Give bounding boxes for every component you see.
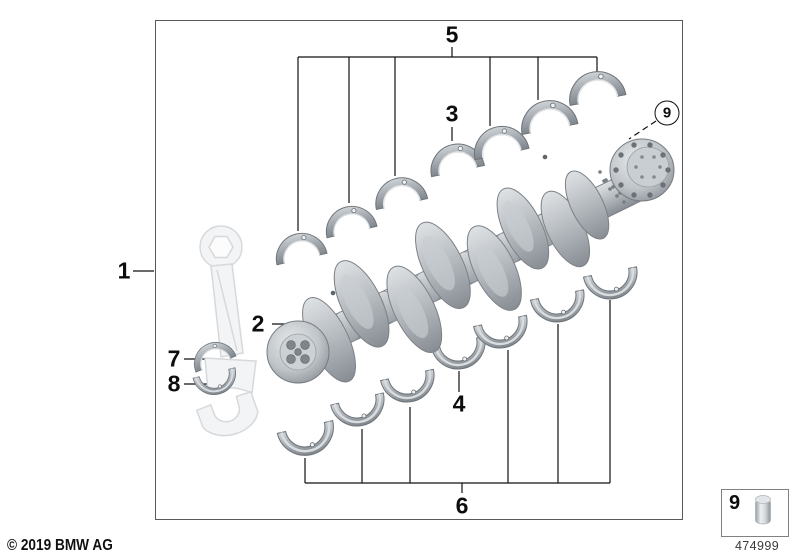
callout-4[interactable]: 4 — [452, 390, 466, 417]
crankshaft-front-hub — [266, 320, 330, 384]
diagram-number: 474999 — [734, 539, 780, 553]
crankshaft — [266, 138, 675, 384]
diagram-border — [155, 20, 683, 520]
bearing-shell-upper — [516, 95, 579, 136]
rod-cap-ghost — [195, 390, 259, 437]
bearing-shell-lower — [379, 368, 441, 409]
bracket-5 — [297, 47, 598, 231]
flange-bolt-holes — [613, 142, 671, 198]
callout-7[interactable]: 7 — [167, 345, 181, 372]
bearing-shell-upper — [370, 172, 429, 211]
callout-1[interactable]: 1 — [117, 257, 131, 284]
callout-8[interactable]: 8 — [167, 370, 181, 397]
leader-9-dashed — [628, 120, 657, 140]
callout-2[interactable]: 2 — [251, 310, 265, 337]
bearing-shell-upper — [468, 120, 530, 161]
callout-6[interactable]: 6 — [455, 492, 469, 519]
bearing-shell-upper — [320, 200, 378, 239]
crankshaft-rear-flange — [598, 138, 675, 204]
callout-3[interactable]: 3 — [445, 100, 459, 127]
bearing-shell-upper — [270, 227, 328, 266]
copyright-text: © 2019 BMW AG — [7, 537, 113, 554]
oil-hole — [330, 290, 336, 296]
bearing-shell-upper — [564, 66, 627, 107]
bearing-shell-lower — [276, 419, 341, 463]
rod-shaft-ridge — [216, 269, 238, 352]
bearing-shell-lower — [529, 288, 590, 328]
rod-small-end-hole — [208, 235, 234, 259]
callout-9[interactable]: 9 — [654, 100, 680, 126]
bearing-shell-lower — [582, 265, 643, 305]
legend-box: 9 — [721, 489, 789, 537]
legend-callout-9[interactable]: 9 — [729, 492, 741, 514]
bracket-6 — [304, 300, 611, 493]
bearing-shell-lower — [329, 391, 391, 433]
flange-inner-holes — [634, 155, 662, 179]
dowel-pin-icon — [755, 495, 771, 525]
crankshaft-highlights — [340, 200, 534, 339]
trigger-teeth-dots — [598, 170, 626, 204]
oil-hole — [542, 154, 548, 160]
callout-5[interactable]: 5 — [445, 21, 459, 48]
